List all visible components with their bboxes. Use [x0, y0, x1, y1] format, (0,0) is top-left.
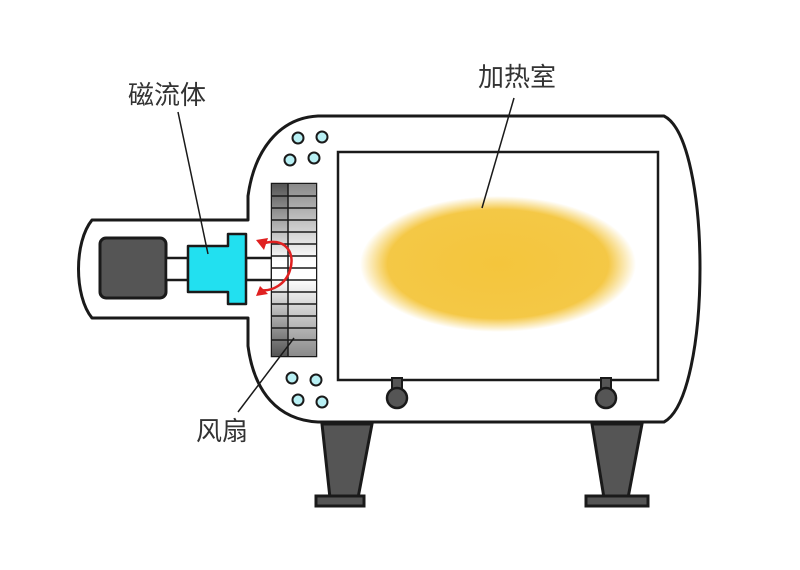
heat-zone — [360, 196, 636, 332]
label-magnetic-fluid: 磁流体 — [128, 81, 206, 111]
label-heating-chamber: 加热室 — [478, 63, 556, 93]
chamber-support-right — [594, 377, 618, 410]
fan — [270, 182, 318, 358]
label-fan: 风扇 — [196, 417, 248, 447]
fan-shaft — [244, 256, 274, 282]
leader-magnetic-fluid — [177, 111, 209, 255]
right-leg — [584, 422, 650, 508]
leader-heating-chamber — [481, 97, 515, 209]
rotation-arrow-icon — [256, 238, 293, 296]
motor — [98, 236, 168, 300]
coolant-holes-top — [283, 130, 329, 167]
leader-fan — [237, 337, 295, 413]
coolant-holes-bottom — [285, 371, 329, 409]
magnetic-fluid-seal — [186, 232, 248, 306]
chamber-support-left — [385, 377, 409, 410]
motor-shaft — [164, 256, 190, 282]
left-leg — [314, 422, 374, 508]
